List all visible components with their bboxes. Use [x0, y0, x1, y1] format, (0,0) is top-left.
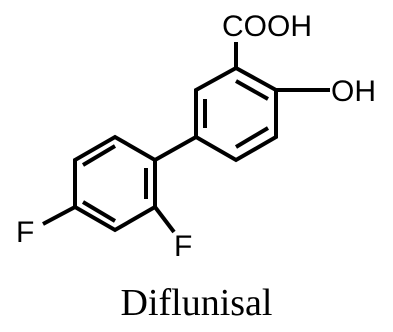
- lower-ring-double-bond-2: [81, 200, 117, 223]
- hydroxyl-label: OH: [331, 75, 376, 108]
- fluorine-right-bond: [153, 205, 176, 234]
- compound-name: Diflunisal: [120, 282, 273, 324]
- lower-ring-double-bond-3: [81, 144, 117, 167]
- fluorine-left-bond: [42, 205, 76, 226]
- upper-ring-double-bond-2: [234, 126, 270, 149]
- fluorine-left-label: F: [16, 216, 34, 249]
- fluorine-right-label: F: [174, 230, 192, 263]
- biaryl-bond: [154, 135, 197, 162]
- lower-ring: [73, 134, 157, 233]
- carboxyl-label: COOH: [222, 10, 312, 43]
- upper-ring-double-bond-1: [235, 79, 269, 101]
